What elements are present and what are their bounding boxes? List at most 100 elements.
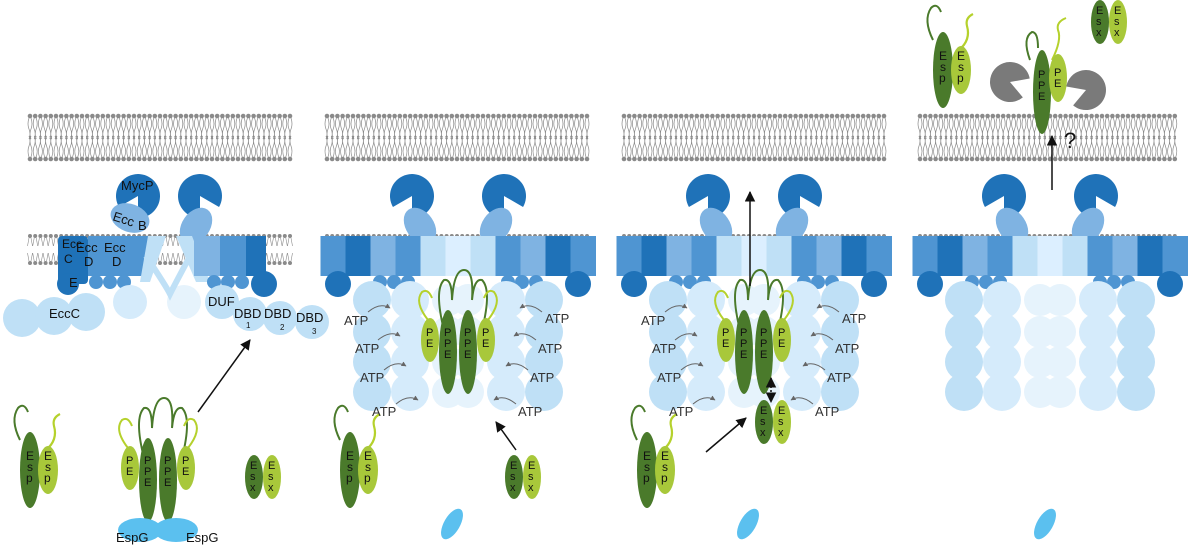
esx-letter: E (1114, 5, 1121, 17)
eccc-chain-domain (67, 293, 105, 331)
arrow-to-dbd (197, 339, 251, 413)
ppe-letter: E (760, 349, 767, 361)
cytoplasmic-knob (89, 275, 103, 289)
esx-letter: s (778, 416, 784, 428)
eccd-label-2a: Ecc (104, 240, 126, 255)
esx-letter: E (778, 405, 785, 417)
pe-letter: P (778, 327, 785, 339)
mycp-protease (685, 174, 730, 219)
membrane-domain-segment (495, 236, 521, 276)
esx-dark-subunit (505, 455, 523, 499)
ppe-letter: P (1038, 69, 1045, 81)
atp-label: ATP (835, 341, 859, 356)
esp-letter: E (661, 449, 669, 463)
esx-light-subunit (1109, 0, 1127, 44)
membrane-domain-segment (962, 236, 988, 276)
ppe-subunit (459, 310, 477, 394)
dbd-domain (233, 297, 267, 331)
atp-label: ATP (827, 370, 851, 385)
atp-hydrolysis-arrow (680, 361, 704, 371)
esp-letter: s (27, 460, 33, 474)
mycp-protease (178, 174, 223, 219)
cytoplasmic-knob (207, 275, 221, 289)
atp-label: ATP (530, 370, 554, 385)
pe-subunit (1049, 54, 1067, 102)
atp-hydrolysis-arrow (692, 395, 716, 405)
espg-chaperone (118, 518, 162, 542)
dbd-ring-domain (391, 281, 429, 319)
pe-letter: E (182, 466, 189, 478)
outer-membrane (27, 113, 293, 162)
dbd-ring-domain (1079, 373, 1117, 411)
esp-letter: E (939, 49, 947, 63)
dbd-ring-domain (1079, 281, 1117, 319)
dbd-ring-domain (1044, 316, 1076, 348)
pe-letter: E (426, 338, 433, 350)
esp-letter: E (364, 449, 372, 463)
eccc-domain (1157, 271, 1183, 297)
eccb-domain (179, 207, 213, 245)
pore-segment (140, 236, 166, 282)
ppe-letter: P (740, 338, 747, 350)
esp-letter: s (940, 60, 946, 74)
panel-1-labels: MycP Ecc B Ecc C E Ecc D Ecc D EccC DUF … (49, 178, 323, 545)
membrane-domain-segment (570, 236, 596, 276)
esp-dark-subunit (933, 32, 953, 108)
eccb-domain (1071, 207, 1105, 245)
esp-light-subunit (655, 446, 675, 494)
question-mark: ? (1064, 128, 1076, 153)
membrane-domain-segment (1037, 236, 1063, 276)
dbd-ring-domain (353, 313, 391, 351)
membrane-domain-segment (912, 236, 938, 276)
dbd-ring-domain (1079, 343, 1117, 381)
esx-letter: x (778, 427, 784, 439)
atp-hydrolysis-arrow (810, 331, 834, 341)
cytoplasmic-knob (1107, 275, 1121, 289)
ppe-letter: E (444, 349, 451, 361)
esx-letter: x (268, 482, 274, 494)
eccc-domain (621, 271, 647, 297)
atp-hydrolysis-arrow (505, 361, 529, 371)
pe-letter: E (722, 338, 729, 350)
dbd-ring-domain (353, 373, 391, 411)
esx-letter: E (760, 405, 767, 417)
pe-letter: E (482, 338, 489, 350)
dbd-ring-domain (821, 313, 859, 351)
dbd-ring-domain (525, 313, 563, 351)
panel-3-atp-labels: ATP ATP ATP ATP ATP ATP ATP ATP (641, 311, 866, 419)
panel-2-atp-labels: ATP ATP ATP ATP ATP ATP ATP ATP (344, 311, 569, 419)
dbd-ring-domain (821, 373, 859, 411)
membrane-domain-segment (1087, 236, 1113, 276)
ecce-domain (57, 273, 79, 295)
eccb-label-b: B (138, 218, 147, 233)
dbd-ring-domain (1079, 313, 1117, 351)
espg-chaperone (154, 518, 198, 542)
dbd3-subscript: 3 (312, 327, 317, 336)
membrane-domain-segment (1062, 236, 1088, 276)
eccc-label: EccC (49, 306, 80, 321)
atp-hydrolysis-arrow (377, 331, 401, 341)
espg-left-label: EspG (116, 530, 149, 545)
cytoplasmic-knob (387, 275, 401, 289)
eccb-domain (479, 207, 513, 245)
membrane-domain-segment (1137, 236, 1163, 276)
membrane-domain-segment (691, 236, 717, 276)
eccc-domain (325, 271, 351, 297)
ppe-letter: E (464, 349, 471, 361)
dbd-ring-domain (687, 343, 725, 381)
membrane-domain-segment (470, 236, 496, 276)
membrane-domain-segment (741, 236, 767, 276)
eccc-sub-label-a: Ecc (62, 237, 82, 251)
dbd-ring-domain (687, 281, 725, 319)
esp-letter: s (662, 460, 668, 474)
dbd-ring-domain (687, 313, 725, 351)
dbd-ring-domain (649, 373, 687, 411)
dbd-ring-domain (1044, 346, 1076, 378)
pe-letter: E (1054, 78, 1061, 90)
esx-light-subunit (773, 400, 791, 444)
eccc-domain (917, 271, 943, 297)
